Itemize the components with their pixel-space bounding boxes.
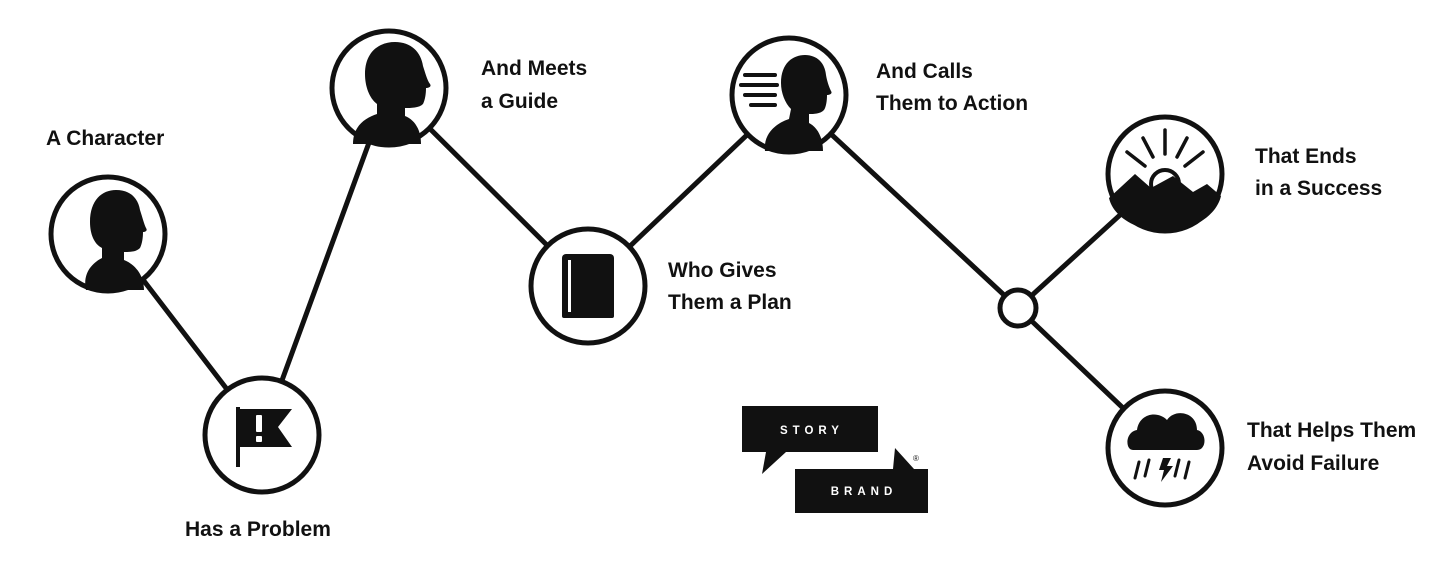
- logo-registered-mark: ®: [913, 454, 919, 463]
- step-failure: That Helps Them Avoid Failure: [1105, 388, 1416, 508]
- guide-profile-icon: [353, 42, 431, 144]
- fork-node: [997, 287, 1039, 329]
- step-failure-label-line1: That Helps Them: [1247, 419, 1416, 442]
- step-action-label-line1: And Calls: [876, 60, 973, 83]
- storm-cloud-icon: [1127, 413, 1205, 482]
- storybrand-logo: STORY BRAND ®: [742, 406, 928, 513]
- path-segment-problem-guide: [259, 85, 392, 438]
- step-success: That Ends in a Success: [1105, 114, 1382, 234]
- step-plan: Who Gives Them a Plan: [528, 226, 792, 346]
- profile-silhouette-icon: [85, 190, 147, 290]
- step-plan-label-line2: Them a Plan: [668, 291, 792, 314]
- sunrise-mountains-icon: [1109, 128, 1221, 231]
- logo-brand-text: BRAND: [831, 486, 898, 498]
- step-guide-label-line1: And Meets: [481, 57, 587, 80]
- step-problem: Has a Problem: [185, 375, 331, 541]
- book-icon: [562, 254, 614, 318]
- step-action-label-line2: Them to Action: [876, 92, 1028, 115]
- step-success-label-line2: in a Success: [1255, 177, 1382, 200]
- step-character: A Character: [46, 127, 168, 294]
- warning-flag-icon: [236, 407, 292, 467]
- running-person-icon: [739, 55, 832, 151]
- step-character-label: A Character: [46, 127, 164, 150]
- logo-brand-bubble: [795, 448, 928, 513]
- step-guide: And Meets a Guide: [329, 28, 587, 148]
- step-problem-label: Has a Problem: [185, 518, 331, 541]
- logo-story-text: STORY: [780, 425, 844, 437]
- step-guide-label-line2: a Guide: [481, 90, 558, 113]
- step-plan-label-line1: Who Gives: [668, 259, 777, 282]
- step-success-label-line1: That Ends: [1255, 145, 1357, 168]
- logo-story-bubble: [742, 406, 878, 474]
- step-failure-label-line2: Avoid Failure: [1247, 452, 1379, 475]
- step-action: And Calls Them to Action: [729, 35, 1028, 155]
